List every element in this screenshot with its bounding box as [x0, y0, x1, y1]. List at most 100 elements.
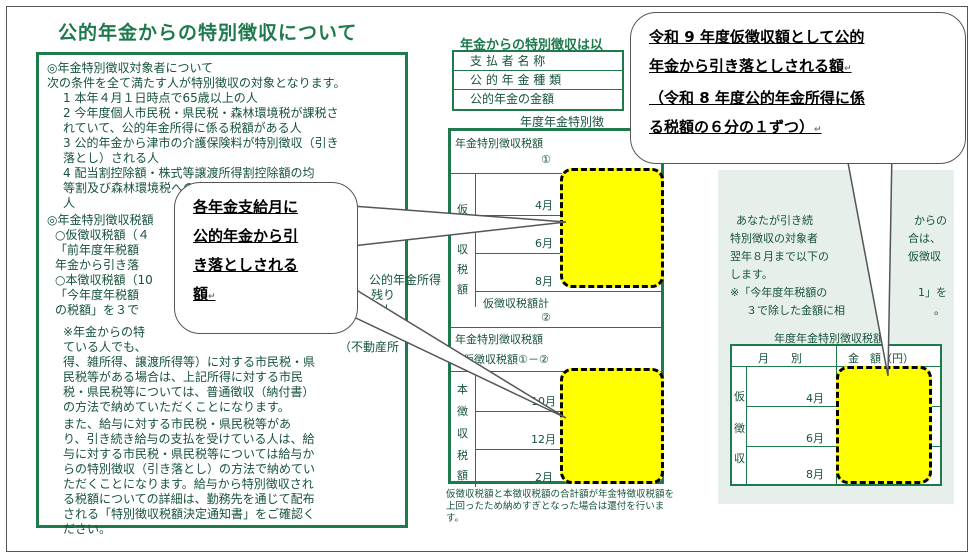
page-title: 公的年金からの特別徴収について	[58, 22, 358, 44]
month-label: 4月	[806, 392, 824, 405]
text-line: からの	[914, 214, 947, 227]
highlight-right-amount	[836, 366, 932, 484]
header-label: 年金特別徴収税額	[455, 333, 543, 346]
text-line: ※年金からの特	[63, 325, 146, 339]
return-mark-icon: ↵	[814, 125, 822, 135]
payer-info-table: 支 払 者 名 称 公 的 年 金 種 類 公的年金の金額	[452, 50, 624, 111]
text-line: 特別徴収の対象者	[730, 232, 818, 245]
vertical-char: 額	[457, 283, 468, 296]
header-label: 年金特別徴収税額	[455, 137, 543, 150]
month-label: 8月	[806, 468, 824, 481]
text-line: 税・県民税等については、普通徴収（納付書）	[63, 385, 315, 399]
left-info-box: ◎年金特別徴収対象者について 次の条件を全て満たす人が特別徴収の対象となります。…	[36, 52, 441, 536]
text-fragment: 残り	[371, 288, 396, 302]
month-label: 6月	[535, 237, 553, 250]
divider	[746, 366, 747, 484]
callout-line: 令和 9 年度仮徴収額として公的	[649, 28, 865, 46]
text-line: 落とし）される人	[63, 151, 160, 165]
row-divider	[451, 173, 661, 174]
table-title: 年度年金特別徴	[520, 115, 605, 129]
vertical-char: 収	[457, 243, 468, 256]
text-line: される「特別徴収税額決定通知書」をご確認く	[63, 507, 316, 521]
text-line: 人	[63, 196, 76, 210]
pointer-to-upper-highlight	[351, 205, 567, 247]
month-label: 2月	[535, 471, 553, 484]
text-line: ◎年金特別徴収税額	[47, 213, 154, 227]
text-line: らの特別徴収（引き落とし）の方法で納めてい	[63, 462, 316, 476]
highlight-hon-amount	[560, 368, 664, 484]
pension-type-row: 公 的 年 金 種 類	[454, 71, 622, 90]
vertical-char: 本	[457, 383, 468, 396]
circle-one: ①	[541, 153, 551, 166]
text-line: 与に対する市民税・県民税等については給与か	[63, 447, 315, 461]
text-line: 次の条件を全て満たす人が特別徴収の対象となります。	[47, 76, 346, 90]
vertical-char: 額	[457, 469, 468, 482]
vertical-char: 徴	[457, 405, 468, 418]
divider	[475, 173, 476, 307]
return-mark-icon: ↵	[844, 64, 852, 74]
text-line: ている人でも、	[63, 340, 147, 354]
text-fragment: 公的年金所得	[369, 273, 442, 287]
callout-line: 各年金支給月に	[193, 198, 299, 216]
row-divider	[451, 371, 661, 372]
text-line: の税額」を３で	[55, 303, 140, 317]
text-line: 仮徴収	[908, 250, 941, 263]
text-line: 年金から引き落	[55, 258, 140, 272]
column-header-month: 月 別	[758, 352, 802, 365]
text-line: ※「今年度年税額の	[730, 286, 828, 299]
text-line: あなたが引き続	[736, 214, 813, 227]
text-line: 「今年度年税額	[55, 288, 140, 302]
vertical-char: 仮	[734, 390, 745, 403]
vertical-char: 仮	[457, 203, 468, 216]
text-line: 3 公的年金から津市の介護保険料が特別徴収（引き	[63, 136, 339, 150]
total-label: 仮徴収税額計	[483, 297, 549, 310]
vertical-char: 税	[457, 449, 468, 462]
text-line: ただくことになります。給与から特別徴収され	[63, 477, 314, 491]
text-line: れていて、公的年金所得に係る税額がある人	[63, 121, 302, 135]
vertical-char: 収	[457, 427, 468, 440]
screenshot-frame	[6, 6, 968, 552]
text-line: また、給与に対する市民税・県民税等があ	[63, 417, 292, 431]
month-label: 6月	[806, 432, 824, 445]
vertical-char: 徴	[734, 422, 745, 435]
text-line: り、引き続き給与の支払を受けている人は、給	[63, 432, 315, 446]
divider	[475, 371, 476, 487]
text-line: る税額についての詳細は、勤務先を通じて配布	[63, 492, 315, 506]
text-line: 1 本年４月１日時点で65歳以上の人	[63, 91, 258, 105]
text-line: 合は、	[908, 232, 941, 245]
text-line: 翌年８月まで以下の	[730, 250, 829, 263]
text-line: 民税等がある場合は、上記所得に対する市民	[63, 370, 304, 384]
text-line: ださい。	[63, 522, 112, 536]
return-mark-icon: ↵	[208, 292, 216, 302]
month-label: 8月	[535, 275, 553, 288]
header-label: 仮徴収税額①－②	[463, 353, 549, 366]
text-line: 。	[934, 304, 945, 317]
month-label: 4月	[535, 199, 553, 212]
callout-line: （令和 8 年度公的年金所得に係	[649, 89, 865, 107]
vertical-char: 収	[734, 452, 745, 465]
vertical-char: 税	[457, 263, 468, 276]
callout-right: 令和 9 年度仮徴収額として公的 年金から引き落としされる額↵ （令和 8 年度…	[630, 12, 966, 164]
callout-line: る税額の６分の１ずつ）↵	[649, 118, 822, 136]
form-title: 年金からの特別徴収は以	[460, 38, 604, 53]
circle-two: ②	[541, 311, 551, 324]
month-label: 12月	[531, 433, 556, 446]
callout-line: 公的年金から引	[193, 227, 299, 245]
payer-name-row: 支 払 者 名 称	[454, 52, 622, 71]
highlight-kari-amount	[560, 168, 664, 288]
pointer-to-right-highlight	[845, 149, 893, 377]
callout-line: 額↵	[193, 285, 216, 303]
refund-note: 仮徴収税額と本徴収税額の合計額が年金特徴収税額を上回ったため納めすぎとなった場合…	[446, 489, 675, 524]
callout-line: き落としされる	[193, 256, 299, 274]
row-divider	[475, 291, 661, 292]
text-line: 2 今年度個人市民税・県民税・森林環境税が課税さ	[63, 106, 339, 120]
text-line: ○仮徴収税額（４	[55, 228, 150, 242]
text-line: ◎年金特別徴収対象者について	[47, 61, 214, 75]
text-line: ３で除した金額に相	[746, 304, 845, 317]
callout-line: 年金から引き落としされる額↵	[649, 57, 852, 75]
callout-left: 各年金支給月に 公的年金から引 き落としされる 額↵	[174, 182, 358, 334]
pension-amount-row: 公的年金の金額	[470, 92, 555, 106]
text-line: します。	[730, 268, 773, 281]
text-line: 1」を	[918, 286, 947, 299]
